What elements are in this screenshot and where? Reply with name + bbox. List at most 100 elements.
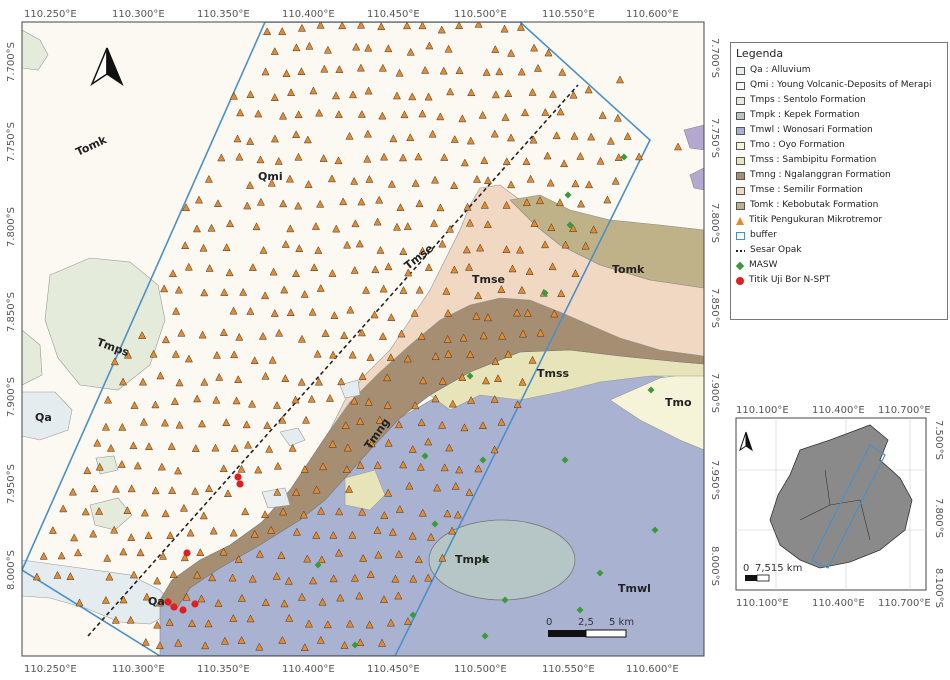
mikrotremor-point xyxy=(270,93,279,101)
mikrotremor-point xyxy=(310,263,319,272)
mikrotremor-point xyxy=(438,239,447,248)
axis-left-labels: 7.700°S7.750°S7.800°S7.850°S7.900°S7.950… xyxy=(6,42,17,590)
mikrotremor-point xyxy=(207,223,216,232)
mikrotremor-point xyxy=(292,43,301,52)
mikrotremor-point xyxy=(358,372,367,380)
mikrotremor-point xyxy=(59,504,68,513)
legend-symbol xyxy=(736,216,744,225)
mikrotremor-point xyxy=(357,197,366,206)
mikrotremor-point xyxy=(502,200,511,209)
mikrotremor-point xyxy=(217,153,226,162)
mikrotremor-point xyxy=(275,328,284,337)
inset-scale-end: 7,515 km xyxy=(755,563,802,574)
axis-top-lon-0: 110.250°E xyxy=(24,9,77,20)
mikrotremor-point xyxy=(570,131,579,140)
mikrotremor-point xyxy=(243,201,252,210)
mikrotremor-point xyxy=(359,553,368,562)
mikrotremor-point xyxy=(138,331,147,339)
mikrotremor-point xyxy=(263,27,272,36)
legend-label: Tmps : Sentolo Formation xyxy=(750,95,866,105)
mikrotremor-point xyxy=(254,465,263,474)
axis-top-lon-6: 110.550°E xyxy=(542,9,595,20)
mikrotremor-point xyxy=(213,199,222,208)
mikrotremor-point xyxy=(256,197,265,206)
mikrotremor-point xyxy=(416,462,425,471)
legend-symbol xyxy=(736,171,745,180)
mikrotremor-point xyxy=(160,418,169,427)
legend-symbol xyxy=(735,261,745,270)
mikrotremor-point xyxy=(234,555,243,563)
mikrotremor-point xyxy=(408,445,417,453)
mikrotremor-point xyxy=(462,245,471,254)
mikrotremor-point xyxy=(363,129,372,138)
mikrotremor-point xyxy=(476,243,485,252)
legend-symbol xyxy=(736,276,744,285)
legend-item: Tmss : Sambipitu Formation xyxy=(736,153,942,168)
mikrotremor-point xyxy=(482,68,491,76)
nspt-points xyxy=(164,473,244,614)
axis-left-lat-3: 7.850°S xyxy=(6,292,17,332)
mikrotremor-point xyxy=(383,373,392,382)
mikrotremor-point xyxy=(220,636,229,645)
mikrotremor-point xyxy=(186,528,195,537)
legend-symbol xyxy=(736,126,745,135)
mikrotremor-point xyxy=(614,153,623,161)
tmps-patch-nw xyxy=(22,29,49,71)
masw-point xyxy=(566,221,574,229)
mikrotremor-point xyxy=(127,533,136,541)
legend-item: Sesar Opak xyxy=(736,243,942,258)
mikrotremor-point xyxy=(356,460,365,469)
mikrotremor-point xyxy=(118,422,127,431)
mikrotremor-point xyxy=(415,285,424,294)
axis-right-lat-5: 7.950°S xyxy=(709,460,720,500)
mikrotremor-point xyxy=(571,269,580,277)
mikrotremor-point xyxy=(168,269,177,278)
mikrotremor-point xyxy=(167,442,176,450)
masw-point xyxy=(647,386,655,394)
mikrotremor-point xyxy=(142,592,151,601)
axis-bottom-lon-5: 110.500°E xyxy=(454,664,507,675)
mikrotremor-point xyxy=(417,332,426,340)
mikrotremor-point xyxy=(569,224,578,232)
mikrotremor-point xyxy=(139,417,148,426)
mikrotremor-point xyxy=(246,137,255,145)
mikrotremor-point xyxy=(394,591,403,600)
mikrotremor-point xyxy=(250,356,259,364)
mikrotremor-point xyxy=(414,555,423,563)
axis-left-lat-4: 7.900°S xyxy=(6,377,17,417)
axis-right-labels: 7.700°S7.750°S7.800°S7.850°S7.900°S7.950… xyxy=(709,38,720,586)
mikrotremor-point xyxy=(182,203,191,212)
mikrotremor-point xyxy=(362,285,371,294)
mikrotremor-point xyxy=(200,288,209,297)
mikrotremor-point xyxy=(446,224,455,233)
mikrotremor-point xyxy=(212,350,221,359)
mikrotremor-point xyxy=(209,526,218,535)
legend-symbol xyxy=(736,66,745,75)
mikrotremor-point xyxy=(378,638,387,647)
mikrotremor-point xyxy=(308,307,317,316)
mikrotremor-point xyxy=(424,573,433,582)
mikrotremor-point xyxy=(328,269,337,277)
mikrotremor-point xyxy=(371,265,380,274)
mikrotremor-point xyxy=(525,267,534,275)
mikrotremor-point xyxy=(106,443,115,452)
mikrotremor-point xyxy=(386,618,395,627)
mikrotremor-point xyxy=(279,507,288,516)
mikrotremor-point xyxy=(129,441,138,450)
mikrotremor-point xyxy=(460,423,469,432)
mikrotremor-point xyxy=(312,485,321,494)
mikrotremor-point xyxy=(258,331,267,340)
mikrotremor-point xyxy=(504,349,513,358)
mikrotremor-point xyxy=(425,41,434,50)
inset-scale-0: 0 xyxy=(743,563,749,574)
mikrotremor-point xyxy=(302,415,311,424)
mikrotremor-point xyxy=(155,598,164,607)
axis-top-lon-3: 110.400°E xyxy=(282,9,335,20)
mikrotremor-point xyxy=(480,156,489,164)
mikrotremor-point xyxy=(502,245,511,253)
mikrotremor-point xyxy=(405,481,414,490)
mikrotremor-point xyxy=(272,400,281,409)
scale-label-end: 5 km xyxy=(609,617,634,628)
masw-point xyxy=(561,456,569,464)
